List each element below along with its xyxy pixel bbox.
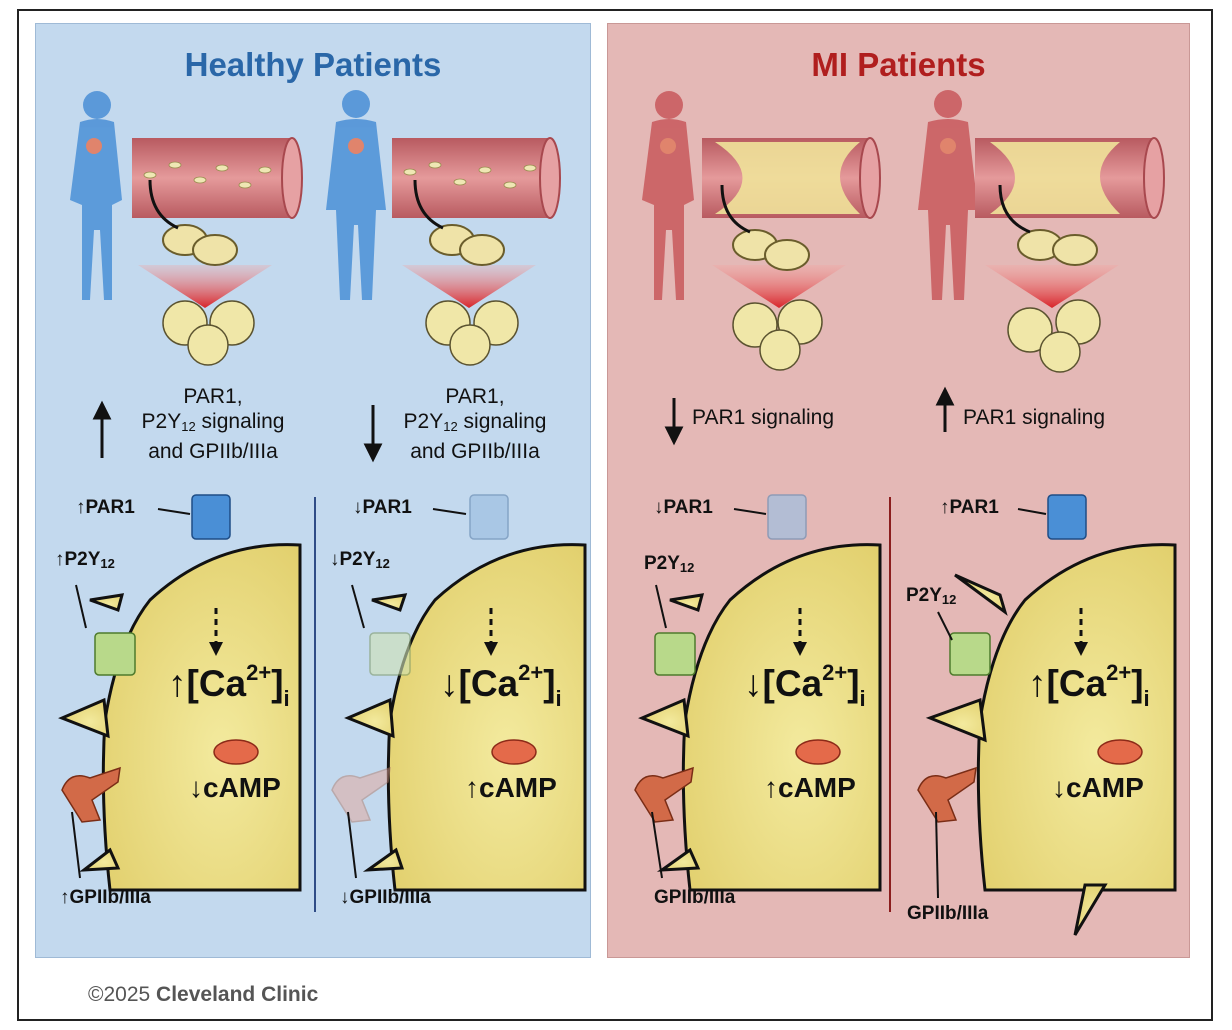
platelet-cell bbox=[925, 543, 1177, 936]
mi-signal-up-text: PAR1 signaling bbox=[963, 406, 1106, 429]
curved-arrow-icon bbox=[413, 179, 444, 230]
activation-arrow bbox=[712, 265, 846, 308]
heart-icon bbox=[660, 138, 676, 154]
female-silhouette-icon bbox=[642, 91, 694, 300]
activated-platelet bbox=[1039, 331, 1081, 373]
healthy-title: Healthy Patients bbox=[184, 46, 442, 83]
calcium-label: ↑[Ca2+]i bbox=[168, 660, 290, 711]
gpiib-iiia-label: ↑GPIIb/IIIa bbox=[60, 887, 151, 908]
activation-arrow bbox=[138, 265, 272, 308]
camp-molecule-icon bbox=[213, 739, 1143, 765]
par1-label: ↑PAR1 bbox=[940, 497, 999, 518]
par1-receptor-icon bbox=[191, 494, 231, 540]
par1-label: ↓PAR1 bbox=[353, 497, 412, 518]
p2y12-receptor-icon bbox=[654, 632, 696, 676]
male-silhouette-icon bbox=[918, 90, 978, 300]
calcium-label: ↓[Ca2+]i bbox=[744, 660, 866, 711]
activated-platelet bbox=[449, 324, 491, 366]
gpiib-iiia-label: GPIIb/IIIa bbox=[654, 887, 736, 908]
par1-receptor-icon bbox=[469, 494, 509, 540]
resting-platelet bbox=[1052, 234, 1098, 266]
activated-platelet bbox=[759, 329, 801, 371]
curved-arrow-icon bbox=[998, 184, 1031, 234]
gpiib-iiia-receptor-icon bbox=[61, 766, 121, 823]
camp-label: ↓cAMP bbox=[189, 772, 281, 803]
activation-arrow bbox=[402, 265, 536, 308]
p2y12-label: P2Y12 bbox=[644, 553, 695, 575]
calcium-label: ↓[Ca2+]i bbox=[440, 660, 562, 711]
p2y12-receptor-icon bbox=[94, 632, 136, 676]
blood-vessel-with-plaque bbox=[975, 137, 1165, 219]
platelet-cell bbox=[638, 543, 882, 892]
par1-receptor-icon bbox=[767, 494, 807, 540]
healthy-signal-down-text: PAR1, P2Y12 signaling and GPIIb/IIIa bbox=[403, 385, 547, 463]
blood-vessel bbox=[132, 137, 303, 219]
male-silhouette-icon bbox=[326, 90, 386, 300]
par1-receptor-icon bbox=[1047, 494, 1087, 540]
copyright-notice: ©2025 Cleveland Clinic bbox=[88, 983, 319, 1006]
resting-platelet bbox=[764, 239, 810, 271]
platelet-cell bbox=[58, 543, 302, 892]
blood-vessel-with-plaque bbox=[702, 137, 881, 219]
p2y12-label: ↓P2Y12 bbox=[330, 549, 390, 571]
heart-icon bbox=[348, 138, 364, 154]
camp-label: ↑cAMP bbox=[764, 772, 856, 803]
activated-platelet bbox=[1007, 307, 1053, 353]
gpiib-iiia-label: ↓GPIIb/IIIa bbox=[340, 887, 431, 908]
curved-arrow-icon bbox=[720, 184, 751, 234]
resting-platelet bbox=[192, 234, 238, 266]
activation-arrow bbox=[985, 265, 1119, 308]
heart-icon bbox=[940, 138, 956, 154]
camp-label: ↑cAMP bbox=[465, 772, 557, 803]
resting-platelet bbox=[459, 234, 505, 266]
p2y12-receptor-icon bbox=[369, 632, 411, 676]
gpiib-iiia-receptor-icon bbox=[634, 766, 694, 823]
p2y12-receptor-icon bbox=[949, 632, 991, 676]
healthy-signal-up-text: PAR1, P2Y12 signaling and GPIIb/IIIa bbox=[141, 385, 285, 463]
p2y12-label: ↑P2Y12 bbox=[55, 549, 115, 571]
par1-label: ↓PAR1 bbox=[654, 497, 713, 518]
heart-icon bbox=[86, 138, 102, 154]
gpiib-iiia-receptor-icon bbox=[917, 766, 977, 823]
calcium-label: ↑[Ca2+]i bbox=[1028, 660, 1150, 711]
curved-arrow-icon bbox=[148, 179, 179, 230]
mi-title: MI Patients bbox=[811, 46, 986, 83]
female-silhouette-icon bbox=[70, 91, 122, 300]
mi-signal-down-text: PAR1 signaling bbox=[692, 406, 835, 429]
activated-platelet bbox=[187, 324, 229, 366]
platelet-cell bbox=[344, 543, 587, 892]
gpiib-iiia-receptor-icon bbox=[331, 766, 391, 823]
blood-vessel bbox=[392, 137, 561, 219]
camp-label: ↓cAMP bbox=[1052, 772, 1144, 803]
p2y12-label: P2Y12 bbox=[906, 585, 957, 607]
par1-label: ↑PAR1 bbox=[76, 497, 135, 518]
gpiib-iiia-label: GPIIb/IIIa bbox=[907, 903, 989, 924]
